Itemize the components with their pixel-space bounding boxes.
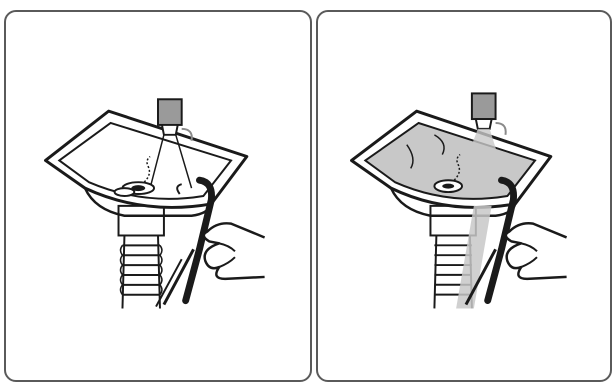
water-stream	[465, 128, 500, 161]
hand-icon	[504, 222, 568, 281]
sink-illustration-empty	[44, 98, 266, 309]
basin-icon	[350, 109, 553, 217]
water-stream	[149, 134, 193, 189]
pedestal-icon	[117, 204, 165, 309]
hand-icon	[202, 222, 266, 281]
basin-icon	[44, 109, 249, 217]
hose-icon	[155, 176, 215, 308]
faucet-icon	[157, 98, 193, 141]
sink-illustration-filled	[350, 92, 568, 309]
hose-icon	[464, 176, 518, 306]
faucet-icon	[465, 92, 507, 161]
step-1-panel	[4, 10, 312, 382]
draining-water	[456, 205, 492, 309]
drain-plug-icon	[113, 155, 182, 197]
drain-plug-icon	[433, 153, 464, 194]
step-2-panel	[316, 10, 612, 382]
